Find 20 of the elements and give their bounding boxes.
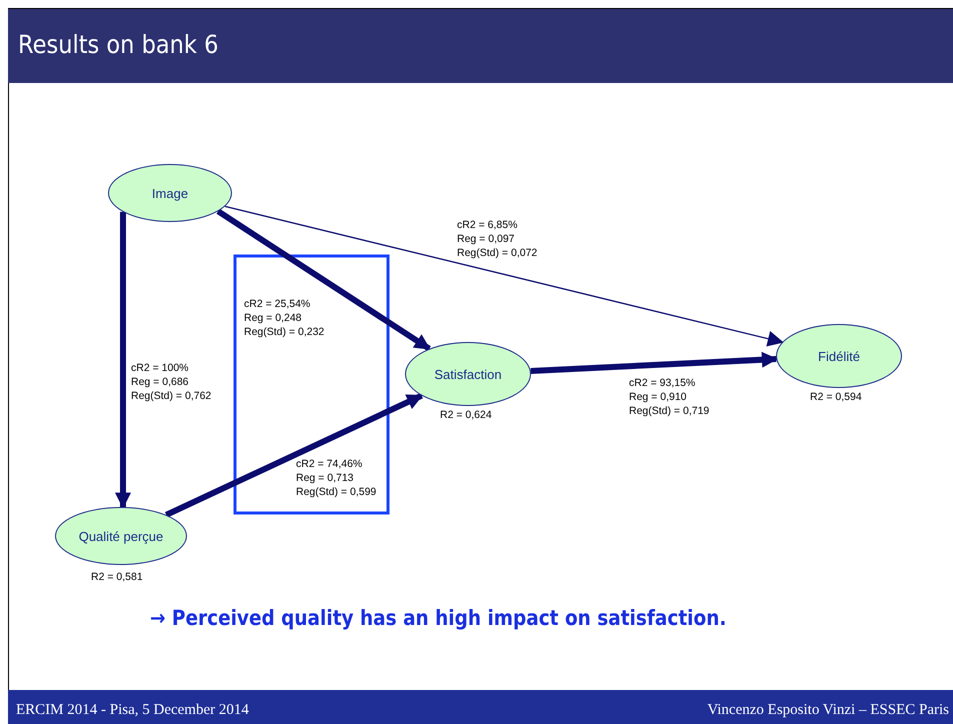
footer-text: ERCIM 2014 - Pisa, 5 December 2014 bbox=[16, 702, 249, 719]
arrow bbox=[115, 212, 131, 509]
edge-label: cR2 = 74,46% Reg = 0,713 Reg(Std) = 0,599 bbox=[296, 457, 376, 499]
r-squared-label: R2 = 0,594 bbox=[810, 390, 862, 404]
edge-label: cR2 = 6,85% Reg = 0,097 Reg(Std) = 0,072 bbox=[457, 218, 538, 260]
arrow bbox=[530, 352, 778, 374]
edge-label: cR2 = 100% Reg = 0,686 Reg(Std) = 0,762 bbox=[131, 361, 212, 403]
r-squared-label: R2 = 0,581 bbox=[91, 570, 143, 584]
footer-text: Vincenzo Esposito Vinzi – ESSEC Paris bbox=[707, 702, 949, 719]
node-label: Satisfaction bbox=[434, 366, 502, 382]
edge-label: cR2 = 93,15% Reg = 0,910 Reg(Std) = 0,719 bbox=[629, 376, 710, 418]
node-label: Fidélité bbox=[818, 348, 860, 364]
node-label: Image bbox=[152, 186, 188, 200]
node-label: Qualité perçue bbox=[78, 528, 164, 544]
arrow bbox=[164, 392, 424, 518]
arrow bbox=[224, 206, 784, 347]
edge-label: cR2 = 25,54% Reg = 0,248 Reg(Std) = 0,232 bbox=[244, 297, 324, 339]
slide-title: Results on bank 6 bbox=[18, 30, 218, 59]
r-squared-label: R2 = 0,624 bbox=[440, 408, 492, 422]
conclusion-note: → Perceived quality has an high impact on satisfaction. bbox=[150, 606, 726, 630]
